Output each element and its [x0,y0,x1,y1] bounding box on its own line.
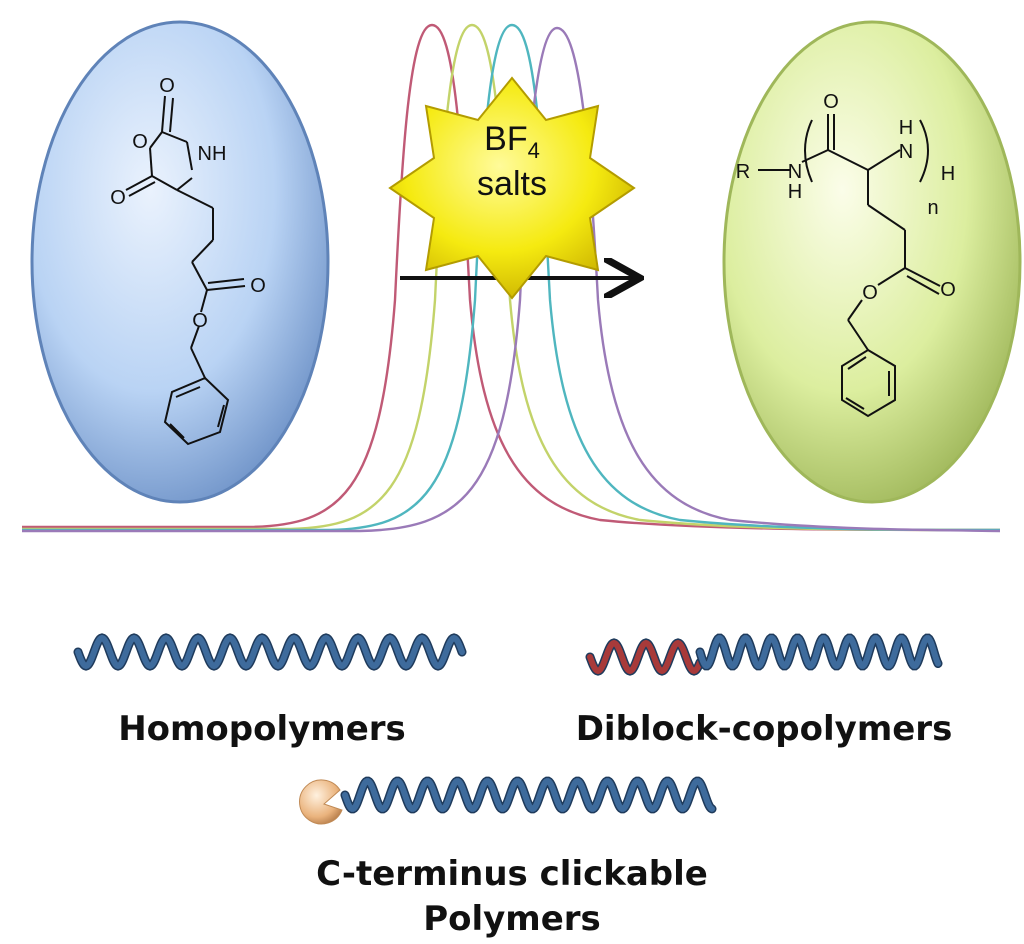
diblock-blue-block [697,635,941,669]
monomer-structure: O O NH O O O [110,75,266,446]
reagent-label: BF4 [484,120,540,163]
reagent-label-line2: salts [477,165,547,203]
atom-n-right: N [899,141,913,163]
atom-r: R [736,161,750,183]
homopolymer-helix [75,634,465,670]
bf4-salts-star: BF4 salts [388,76,636,300]
helices [73,633,943,814]
polymer-ellipse [722,20,1022,504]
clickable-label-line1: C-terminus clickable [316,854,708,894]
atom-o-top: O [823,91,839,113]
atom-o-ester: O [862,282,878,304]
repeat-n: n [927,197,938,219]
atom-o-ring: O [132,131,148,153]
clickable-endgroup [299,779,343,825]
atom-n-left-h: H [788,181,802,203]
homopolymers-label: Homopolymers [118,709,406,749]
clickable-label-line2: Polymers [423,899,601,939]
atom-n-right-h: H [899,117,913,139]
atom-n-left: N [788,161,802,183]
monomer-ellipse [30,20,330,504]
star-shape [388,76,636,300]
atom-h-end: H [941,163,955,185]
atom-o-carbonyl-left: O [110,187,126,209]
polymer-structure: R N H O H N H n O O [736,91,956,418]
bond-c2-n [186,141,193,171]
clickable-helix [342,778,715,812]
diblock-label: Diblock-copolymers [576,709,953,749]
atom-o-ester-double: O [250,275,266,297]
atom-o-carbonyl-top: O [159,75,175,97]
diblock-red-block [587,639,703,675]
atom-o-ester-double: O [940,279,956,301]
gpc-curve-4 [22,26,1001,533]
atom-o-ester: O [192,310,208,332]
gpc-curve-3 [22,23,1001,532]
atom-nh: NH [198,143,227,165]
